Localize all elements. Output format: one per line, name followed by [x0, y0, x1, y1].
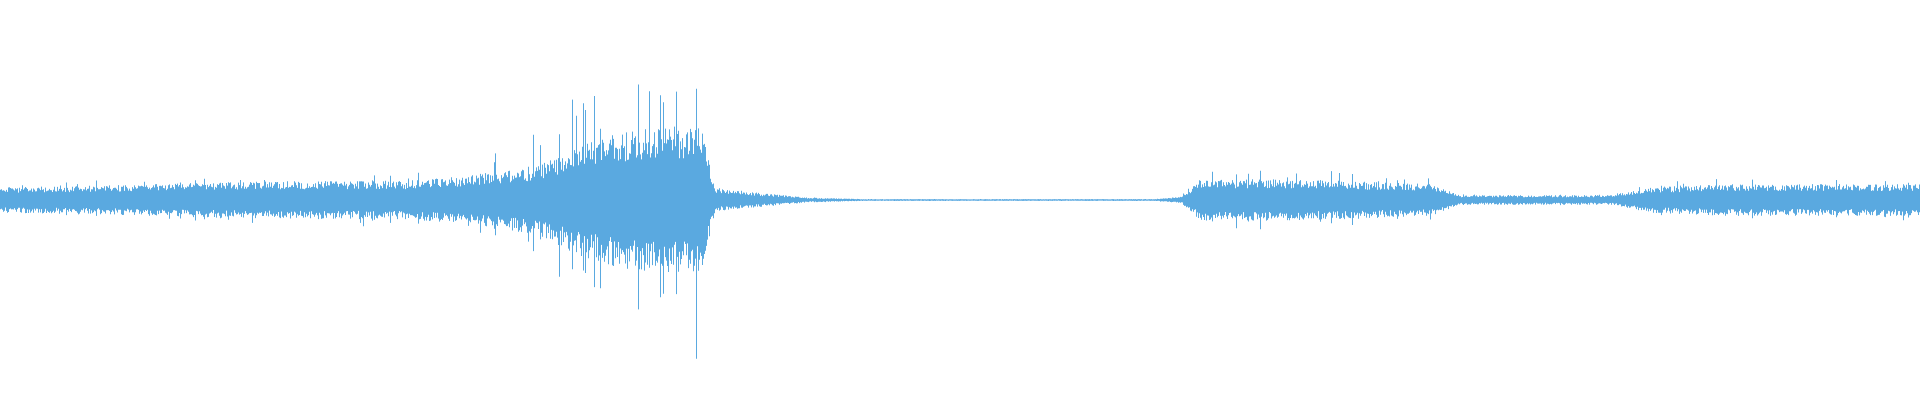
waveform-path: [0, 84, 1920, 359]
waveform-peaks: [0, 84, 1920, 359]
